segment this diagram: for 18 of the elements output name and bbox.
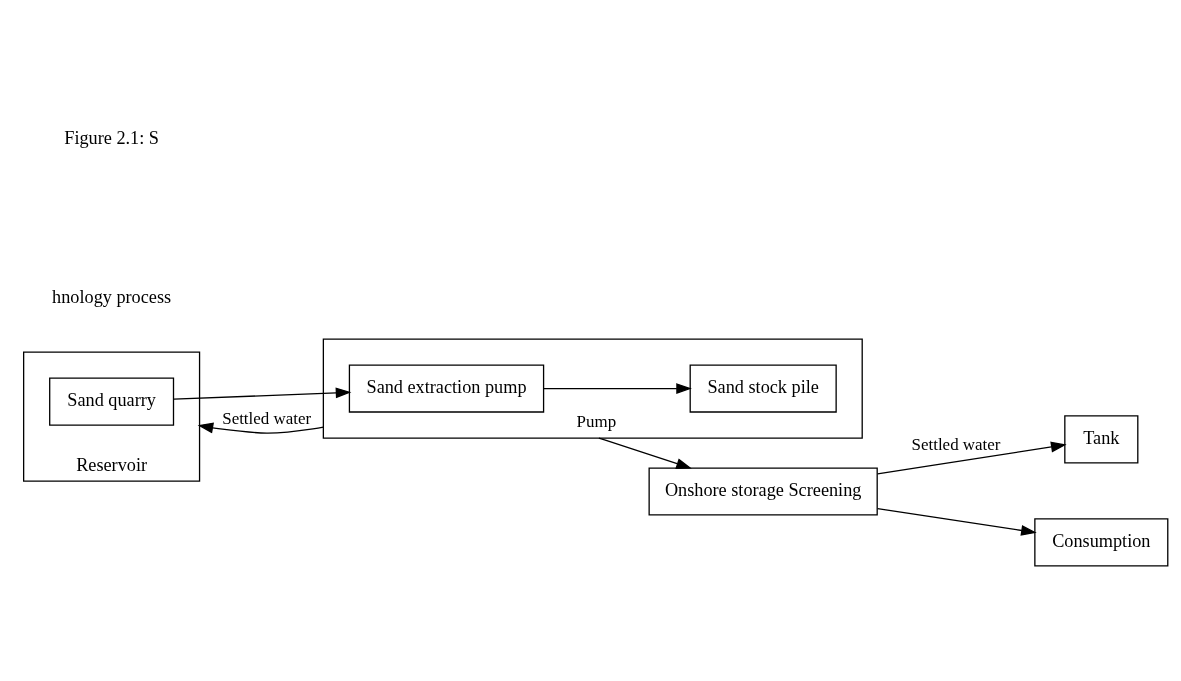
arrow [173, 386, 352, 400]
arrow [598, 436, 692, 469]
arrow [197, 422, 324, 434]
label: Figure 2.1: S [64, 127, 159, 148]
node-box: Sand stock pile [689, 363, 837, 413]
arrow [543, 382, 692, 394]
node-box: Sand quarry [49, 377, 175, 426]
arrow [876, 441, 1067, 475]
label: hnology process [52, 286, 172, 307]
edge-label: Settled water [222, 408, 312, 428]
node-box: Tank [1064, 414, 1139, 463]
node-box: Sand extraction pump [348, 363, 545, 413]
node-box: Consumption [1034, 517, 1169, 566]
arrow [876, 507, 1037, 536]
edge-label: Settled water [911, 434, 1001, 454]
edge-label: Pump [576, 411, 617, 431]
cluster [322, 337, 863, 439]
node-box: Onshore storage Screening [648, 466, 878, 516]
